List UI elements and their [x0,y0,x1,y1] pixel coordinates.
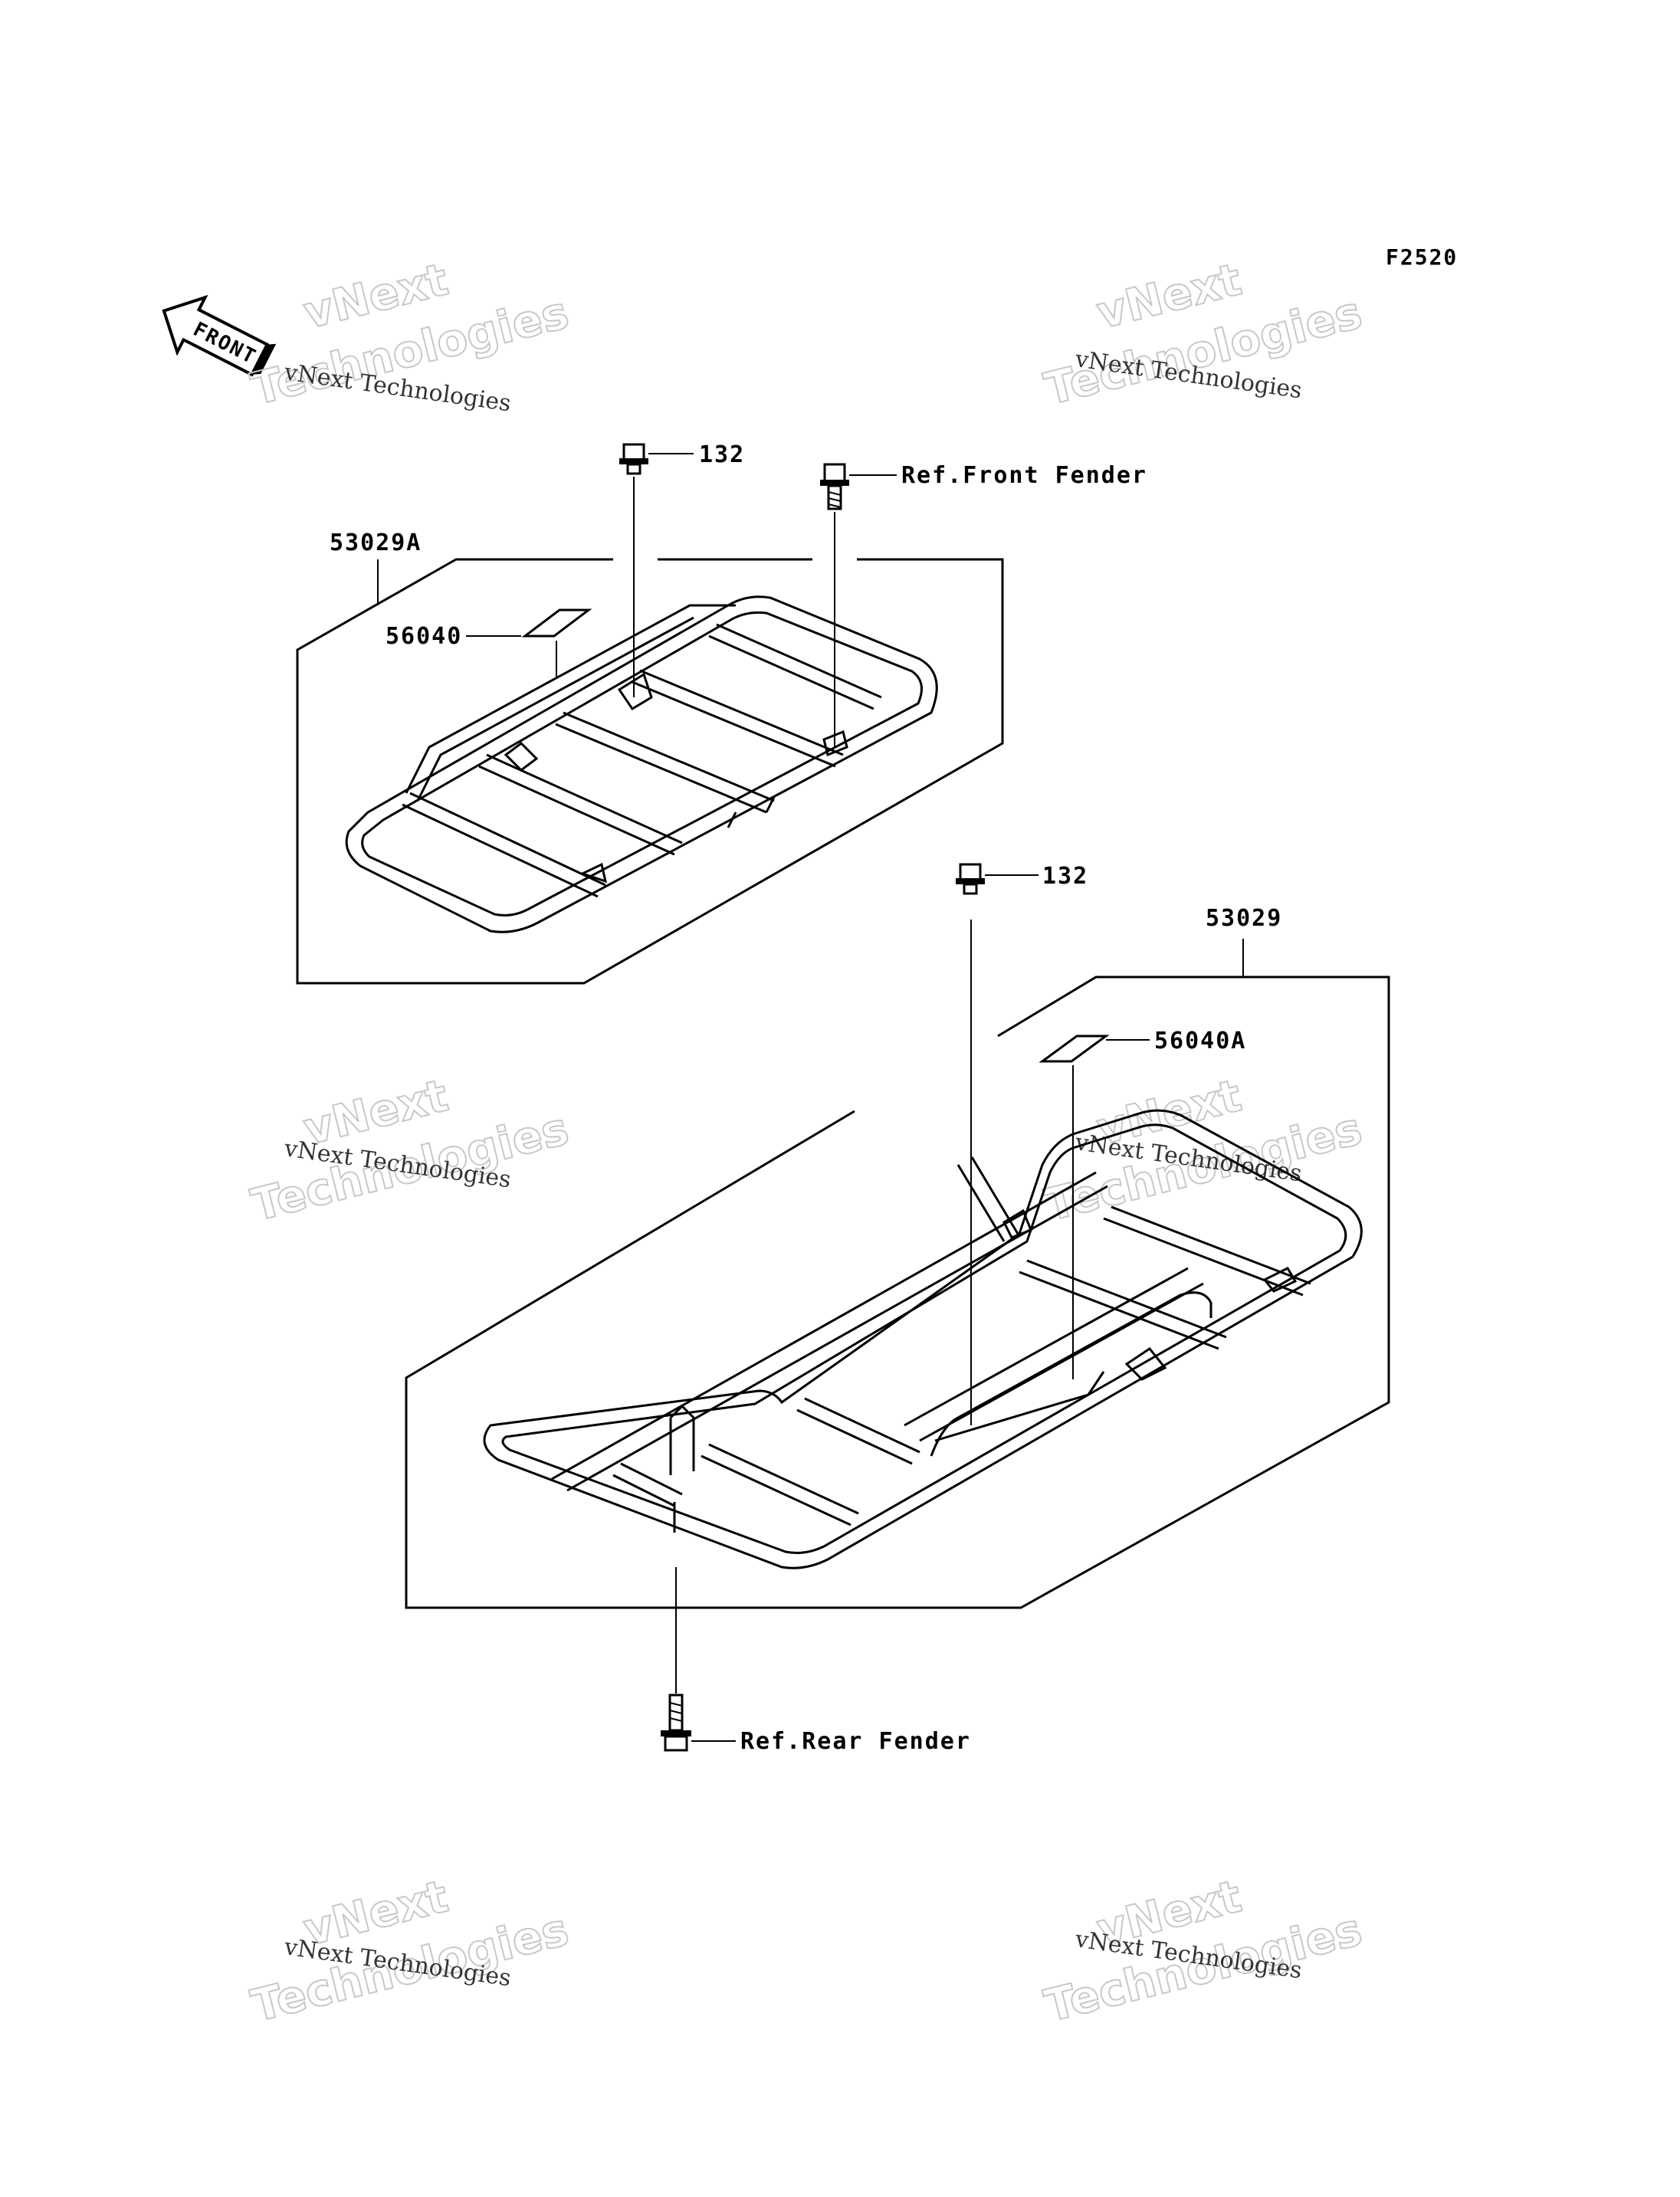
watermark-3: vNext Technologies [245,1068,574,1232]
callout-56040A: 56040A [1154,1028,1246,1054]
callout-132-upper: 132 [699,441,745,468]
callout-53029A: 53029A [330,530,422,556]
front-fender-bolt-icon [820,463,849,510]
bolt-132-lower-icon [956,863,985,895]
label-56040-icon [521,608,592,638]
upper-group-outline [296,558,1004,985]
label-56040A-icon [1039,1035,1110,1063]
rear-fender-bolt-icon [661,1694,691,1752]
bolt-132-upper-icon [619,443,648,475]
callout-ref-rear-fender: Ref.Rear Fender [740,1728,971,1755]
watermark-5: vNext Technologies [245,1869,574,2033]
callout-132-lower: 132 [1042,863,1088,890]
callout-ref-front-fender: Ref.Front Fender [901,462,1147,489]
callout-53029: 53029 [1206,905,1282,932]
callout-56040: 56040 [386,623,462,650]
lower-group-outline [405,976,1390,1609]
upper-rack-icon [345,595,938,933]
lower-rack-icon [483,1109,1363,1569]
figure-id: F2520 [1386,244,1458,270]
